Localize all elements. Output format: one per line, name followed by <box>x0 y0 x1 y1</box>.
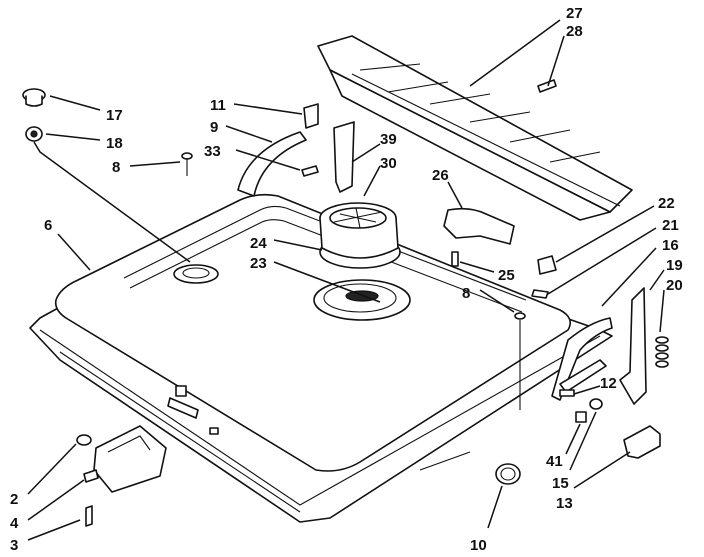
callout-4: 4 <box>10 515 19 532</box>
callout-15: 15 <box>552 475 569 492</box>
callout-22: 22 <box>658 195 675 212</box>
callout-8-lower: 8 <box>462 285 470 302</box>
screw-8-lower <box>514 312 526 410</box>
left-port-ring <box>173 264 219 284</box>
callout-12: 12 <box>600 375 617 392</box>
callout-39: 39 <box>380 131 397 148</box>
latch-plate-19 <box>619 287 647 405</box>
callout-6: 6 <box>44 217 52 234</box>
callout-19: 19 <box>666 257 683 274</box>
callout-3: 3 <box>10 537 18 554</box>
vent-rail <box>317 35 633 221</box>
callout-labels: 27 28 17 18 11 9 33 39 30 8 6 26 22 21 1… <box>10 5 683 554</box>
clip-22 <box>537 255 557 275</box>
spray-bracket <box>443 207 515 245</box>
cap-11 <box>303 103 319 129</box>
callout-41: 41 <box>546 453 563 470</box>
screw-8-upper <box>181 152 193 176</box>
bracket-13 <box>623 425 661 459</box>
callout-23: 23 <box>250 255 267 272</box>
callout-33: 33 <box>204 143 221 160</box>
callout-8-upper: 8 <box>112 159 120 176</box>
center-recess <box>313 279 411 321</box>
callout-11: 11 <box>210 97 226 114</box>
strap <box>333 121 355 193</box>
callout-13: 13 <box>556 495 573 512</box>
callout-17: 17 <box>106 107 123 124</box>
callout-20: 20 <box>666 277 683 294</box>
clip-41 <box>575 411 587 423</box>
callout-26: 26 <box>432 167 449 184</box>
pin-21 <box>531 289 549 299</box>
callout-18: 18 <box>106 135 123 152</box>
wheel-assembly <box>319 202 401 269</box>
callout-10: 10 <box>470 537 487 554</box>
part-12 <box>559 389 575 397</box>
callout-30: 30 <box>380 155 397 172</box>
screw-28 <box>537 79 557 93</box>
screw-25 <box>451 251 459 267</box>
switch-assembly <box>76 425 167 527</box>
callout-9: 9 <box>210 119 218 136</box>
callout-21: 21 <box>662 217 679 234</box>
left-hinge-arm <box>237 131 307 197</box>
plug-10 <box>495 463 521 485</box>
callout-2: 2 <box>10 491 18 508</box>
washer-15 <box>589 398 603 410</box>
callout-27: 27 <box>566 5 583 22</box>
callout-24: 24 <box>250 235 267 252</box>
callout-16: 16 <box>662 237 679 254</box>
leader-lines <box>27 19 665 541</box>
screw-33 <box>301 165 319 177</box>
spring-20 <box>655 336 669 368</box>
callout-25: 25 <box>498 267 515 284</box>
callout-28: 28 <box>566 23 583 40</box>
